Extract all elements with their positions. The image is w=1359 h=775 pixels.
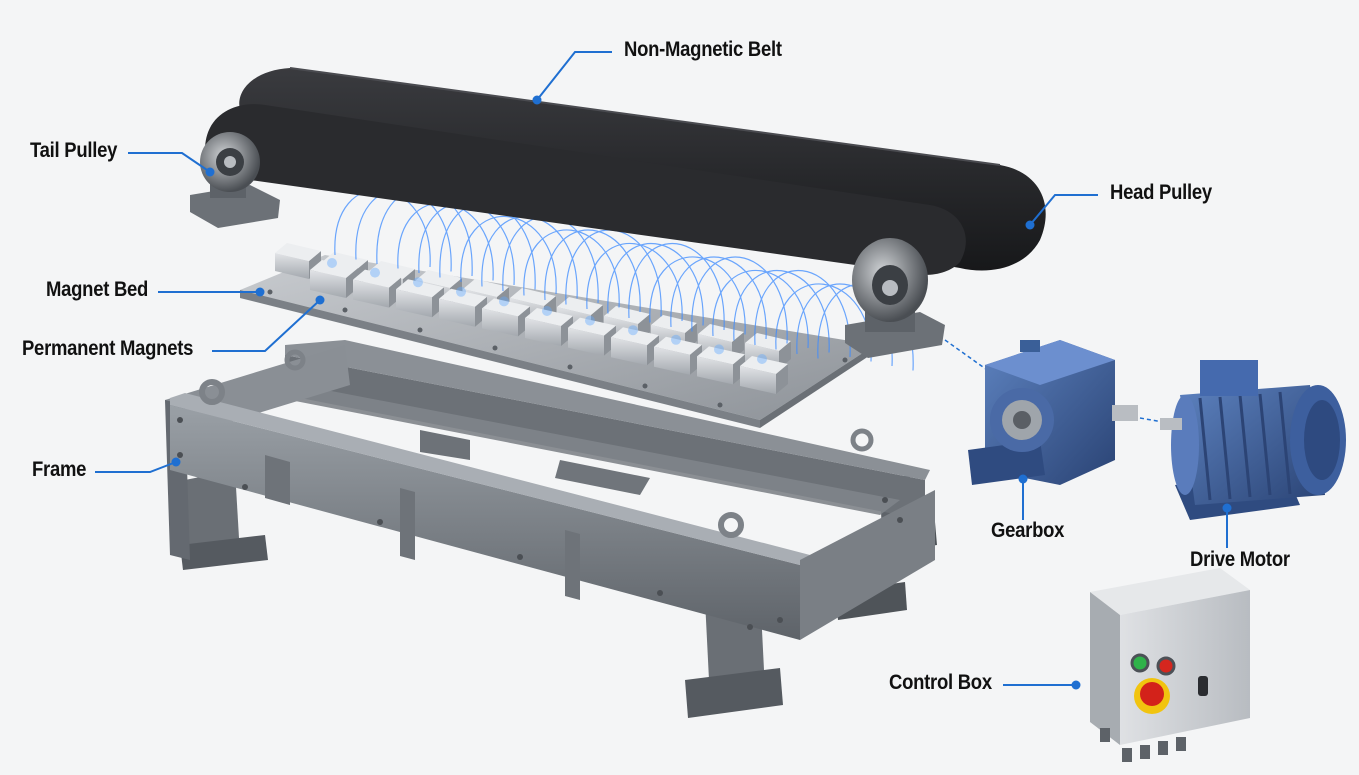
field-glow [327, 258, 337, 268]
magnet-block [568, 317, 616, 356]
field-glow [628, 325, 638, 336]
label-permanent-magnets: Permanent Magnets [22, 337, 194, 360]
label-frame: Frame [32, 458, 87, 481]
field-glow [671, 334, 681, 345]
magnet-block [654, 336, 702, 375]
field-line [586, 243, 683, 322]
field-glow [757, 354, 767, 364]
emergency-stop-icon [1134, 678, 1170, 714]
start-button-icon [1130, 653, 1150, 673]
field-line [733, 270, 830, 353]
magnet-block [482, 298, 530, 337]
tail-pulley [190, 132, 280, 228]
magnet-block [310, 260, 358, 298]
label-magnet-bed: Magnet Bed [46, 278, 149, 301]
control-box [1090, 568, 1250, 762]
field-line [523, 229, 620, 308]
field-glow [413, 277, 423, 288]
leader-lines [95, 51, 1228, 686]
label-drive-motor: Drive Motor [1190, 548, 1290, 571]
field-line [460, 216, 557, 295]
permanent-magnets [275, 243, 791, 394]
leader-dots [171, 95, 1232, 690]
field-line [649, 256, 746, 335]
non-magnetic-belt [205, 67, 1046, 275]
field-line [754, 270, 851, 358]
field-glow [499, 296, 509, 307]
label-tail-pulley: Tail Pulley [30, 139, 118, 162]
field-glow [370, 267, 380, 278]
label-gearbox: Gearbox [991, 519, 1065, 542]
field-line [544, 229, 641, 313]
frame [165, 340, 937, 718]
label-control-box: Control Box [889, 671, 992, 694]
head-pulley [845, 238, 945, 358]
field-line [607, 243, 704, 326]
label-non-magnetic-belt: Non-Magnetic Belt [624, 38, 782, 61]
drive-motor [1160, 360, 1346, 520]
stop-button-icon [1156, 656, 1176, 676]
field-glow [456, 286, 466, 297]
field-glow [542, 306, 552, 316]
magnet-block [439, 288, 487, 327]
label-head-pulley: Head Pulley [1110, 181, 1212, 204]
selector-switch-icon [1198, 676, 1208, 696]
magnetic-field-lines [327, 189, 914, 371]
magnet-block [740, 356, 788, 394]
field-glow [585, 315, 595, 326]
field-line [712, 270, 809, 349]
field-line [670, 256, 767, 340]
field-glow [714, 344, 724, 355]
gearbox [968, 340, 1138, 485]
